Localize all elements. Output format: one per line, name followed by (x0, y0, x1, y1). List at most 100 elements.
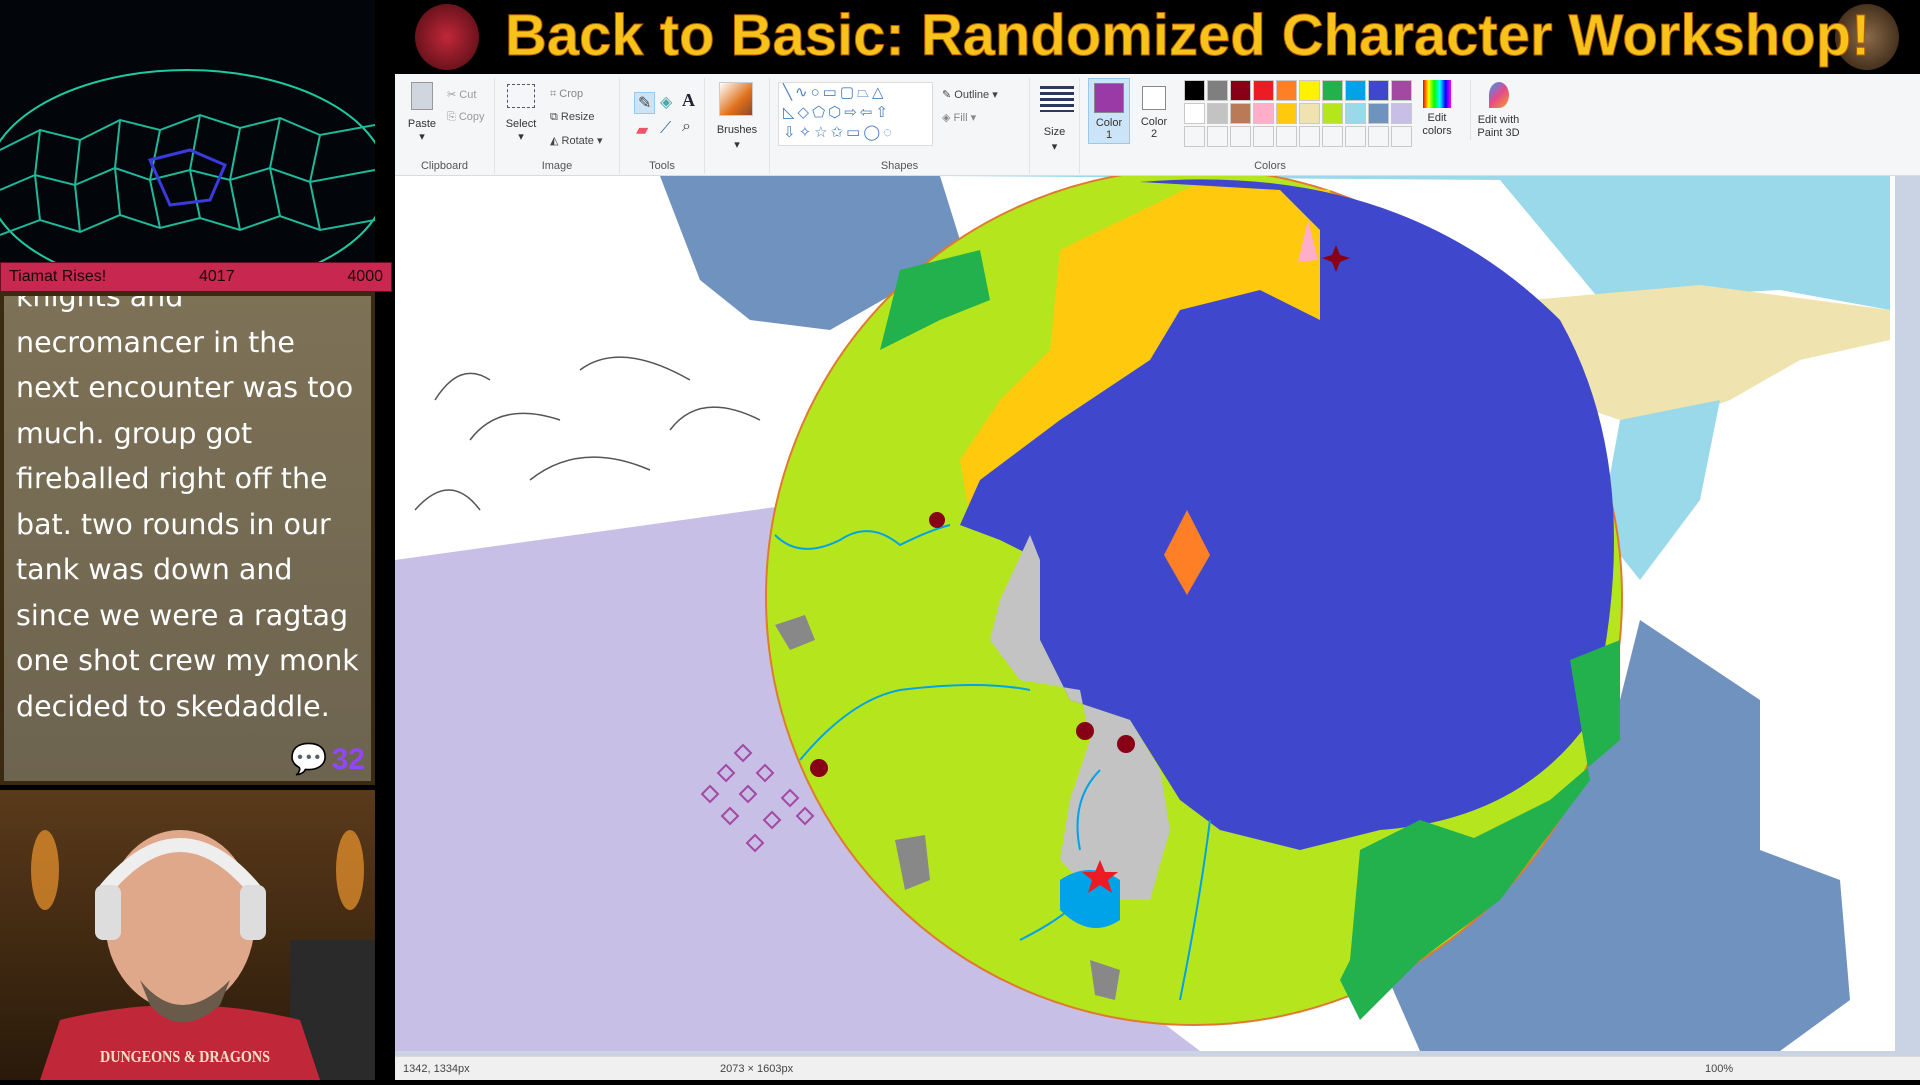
select-label: Select (505, 118, 537, 130)
rotate-button[interactable]: ◭ Rotate ▾ (550, 135, 603, 147)
cut-label: Cut (459, 89, 477, 101)
select-icon (507, 84, 535, 108)
fill-label: Fill (953, 112, 968, 124)
color1-label: Color (1095, 117, 1123, 129)
hex-dome-graphic (0, 0, 375, 262)
palette-swatch[interactable] (1276, 80, 1297, 101)
goal-target: 4000 (347, 268, 383, 285)
shapes-group-label: Shapes (880, 160, 919, 172)
palette-swatch[interactable] (1184, 126, 1205, 147)
size-button[interactable]: Size ▾ (1030, 78, 1080, 174)
palette-swatch[interactable] (1184, 80, 1205, 101)
palette-swatch[interactable] (1276, 103, 1297, 124)
palette-swatch[interactable] (1253, 80, 1274, 101)
palette-swatch[interactable] (1253, 103, 1274, 124)
tools-group-label: Tools (649, 160, 675, 172)
palette-swatch[interactable] (1345, 126, 1366, 147)
drawing-canvas[interactable] (395, 176, 1895, 1051)
grey-mountains (990, 535, 1170, 900)
outline-label: Outline (954, 89, 990, 101)
rainbow-icon (1423, 80, 1451, 108)
character-avatar-icon (1835, 4, 1899, 70)
palette-swatch[interactable] (1230, 126, 1251, 147)
brushes-label: Brushes (716, 124, 758, 136)
goal-current: 4017 (199, 268, 235, 285)
status-bar: 1342, 1334px 2073 × 1603px 100% (395, 1056, 1920, 1080)
palette-swatch[interactable] (1276, 126, 1297, 147)
paint-window: Paste▾ ✂ Cut ⎘ Copy Clipboard Select▾ ⌗ … (395, 74, 1920, 1080)
palette-swatch[interactable] (1368, 126, 1389, 147)
colors-group-label: Colors (1254, 160, 1286, 172)
image-group-label: Image (541, 160, 573, 172)
rotate-label: Rotate (561, 135, 594, 147)
edit-colors-button[interactable]: Edit colors (1417, 80, 1457, 138)
purple-diamonds (700, 743, 815, 853)
palette-swatch[interactable] (1322, 126, 1343, 147)
palette-swatch[interactable] (1299, 80, 1320, 101)
palette-swatch[interactable] (1391, 103, 1412, 124)
paste-label: Paste (407, 118, 437, 130)
tools-group: ✎ ◈ A ▰ ⟋ ⌕ Tools (620, 78, 705, 174)
paste-button[interactable]: Paste▾ (405, 82, 439, 143)
color1-button[interactable]: Color 1 (1088, 78, 1130, 144)
cursor-position: 1342, 1334px (403, 1063, 470, 1075)
text-tool-icon[interactable]: A (682, 90, 695, 110)
paint3d-icon (1488, 82, 1509, 108)
palette-swatch[interactable] (1207, 126, 1228, 147)
brushes-dropdown-icon: ▾ (734, 139, 740, 151)
palette-swatch[interactable] (1368, 103, 1389, 124)
fill-tool-icon[interactable]: ◈ (660, 94, 673, 111)
orange-diamond (1164, 510, 1210, 595)
resize-label: Resize (560, 111, 595, 123)
palette-swatch[interactable] (1299, 126, 1320, 147)
palette-swatch[interactable] (1299, 103, 1320, 124)
clipboard-icon (411, 82, 433, 110)
size-label: Size (1043, 126, 1066, 138)
palette-swatch[interactable] (1345, 103, 1366, 124)
color2-swatch (1142, 86, 1166, 110)
shapes-gallery[interactable]: ╲∿○▭▢⏢△◺◇⬠⬡⇨⇦⇧⇩✧☆✩▭◯◌ (778, 82, 933, 146)
palette-swatch[interactable] (1207, 103, 1228, 124)
fill-button[interactable]: ◈ Fill ▾ (942, 112, 977, 124)
palette-swatch[interactable] (1230, 80, 1251, 101)
edit-with-paint3d-button[interactable]: Edit with Paint 3D (1470, 80, 1526, 140)
clipboard-group: Paste▾ ✂ Cut ⎘ Copy Clipboard (395, 78, 495, 174)
webcam-image: DUNGEONS & DRAGONS (31, 830, 375, 1080)
blue-region (960, 179, 1614, 851)
goal-name: Tiamat Rises! (9, 268, 107, 285)
colors-group: Color 1 Color 2 Edit colors Colors Edit … (1080, 78, 1600, 174)
copy-label: Copy (458, 111, 485, 123)
palette-swatch[interactable] (1391, 80, 1412, 101)
shapes-group: ╲∿○▭▢⏢△◺◇⬠⬡⇨⇦⇧⇩✧☆✩▭◯◌ ✎ Outline ▾ ◈ Fill… (770, 78, 1030, 174)
size-icon (1040, 86, 1074, 112)
clipboard-group-label: Clipboard (420, 160, 469, 172)
cut-button[interactable]: ✂ Cut (447, 89, 477, 101)
palette-swatch[interactable] (1230, 103, 1251, 124)
color-picker-icon[interactable]: ⟋ (660, 120, 672, 137)
magnifier-icon[interactable]: ⌕ (682, 118, 691, 135)
outline-button[interactable]: ✎ Outline ▾ (942, 89, 998, 101)
palette-swatch[interactable] (1253, 126, 1274, 147)
canvas-area (395, 176, 1920, 1056)
palette-swatch[interactable] (1391, 126, 1412, 147)
brushes-button[interactable]: Brushes ▾ (705, 78, 770, 174)
pencil-tool-icon[interactable]: ✎ (634, 92, 656, 114)
palette-swatch[interactable] (1184, 103, 1205, 124)
eraser-tool-icon[interactable]: ▰ (636, 122, 649, 139)
chat-message-panel: knights and necromancer in the next enco… (0, 292, 375, 785)
chat-bubble-icon: 💬 (290, 743, 328, 776)
palette-swatch[interactable] (1322, 103, 1343, 124)
palette-swatch[interactable] (1368, 80, 1389, 101)
select-button[interactable]: Select▾ (503, 84, 539, 143)
brush-icon (719, 82, 753, 116)
palette-swatch[interactable] (1207, 80, 1228, 101)
dragon-logo-icon (415, 4, 479, 70)
resize-button[interactable]: ⧉ Resize (550, 111, 595, 123)
palette-swatch[interactable] (1345, 80, 1366, 101)
copy-button[interactable]: ⎘ Copy (447, 111, 485, 123)
bits-counter: 💬 32 (290, 742, 365, 777)
grey-blobs (775, 615, 1120, 1000)
crop-button[interactable]: ⌗ Crop (550, 88, 584, 100)
color2-button[interactable]: Color 2 (1134, 78, 1174, 144)
palette-swatch[interactable] (1322, 80, 1343, 101)
